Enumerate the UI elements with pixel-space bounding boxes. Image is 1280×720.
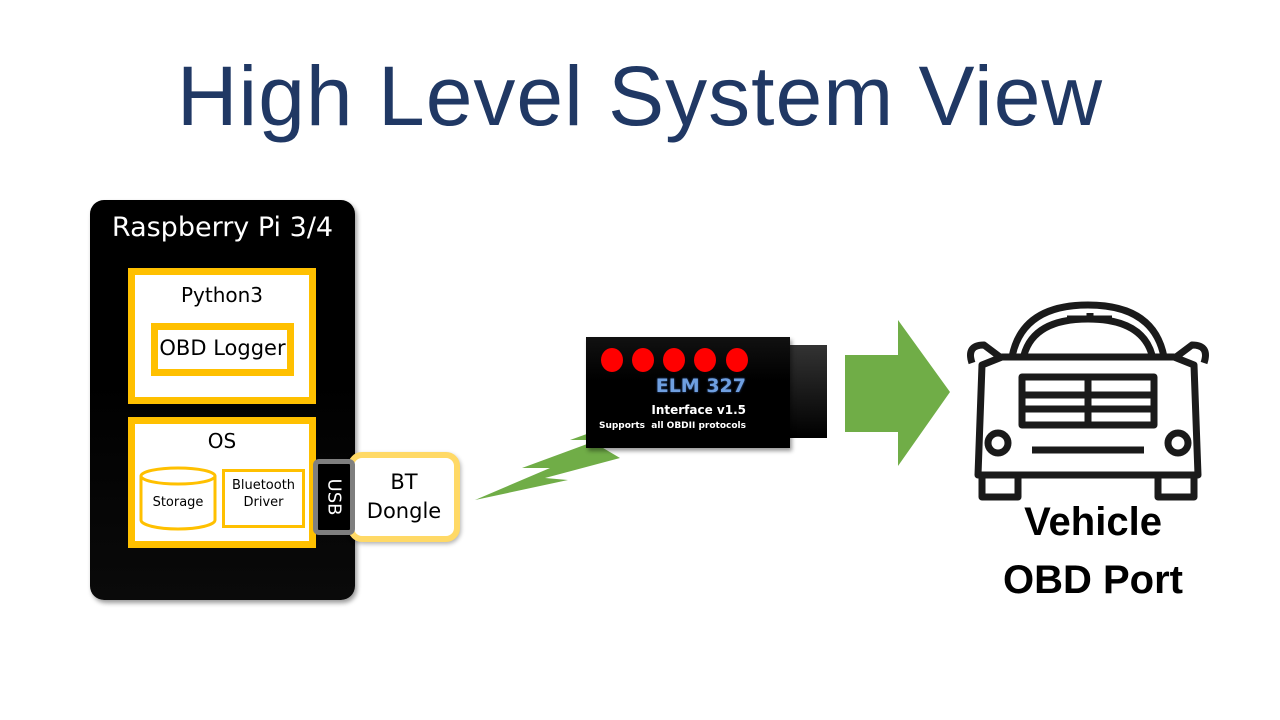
python3-label: Python3: [180, 283, 264, 307]
usb-port: USB: [313, 459, 355, 535]
storage-cylinder-icon: [139, 466, 217, 531]
storage-label: Storage: [152, 495, 204, 510]
page-title: High Level System View: [176, 49, 1104, 143]
os-label: OS: [207, 429, 237, 453]
elm-connector: [790, 345, 827, 438]
led-icon: [694, 348, 716, 372]
bluetooth-driver-label-1: Bluetooth: [231, 478, 296, 493]
led-icon: [632, 348, 654, 372]
bt-dongle-label-1: BT: [390, 470, 418, 494]
vehicle-obd-port-label: Vehicle OBD Port: [960, 493, 1226, 609]
elm327-device: ELM 327 Interface v1.5 Supports all OBDI…: [586, 337, 790, 448]
raspberry-pi-label: Raspberry Pi 3/4: [111, 212, 334, 243]
led-icon: [726, 348, 748, 372]
protocols-label: Supports all OBDII protocols: [598, 421, 746, 431]
arrow-right-icon: [845, 320, 950, 466]
bt-dongle-label-2: Dongle: [366, 499, 442, 523]
bt-dongle-box: BT Dongle: [348, 452, 460, 542]
elm327-label: ELM 327: [655, 375, 746, 397]
obd-logger-box: OBD Logger: [151, 323, 294, 376]
usb-label: USB: [323, 478, 345, 516]
obd-port-label: OBD Port: [1003, 558, 1183, 602]
bluetooth-driver-label-2: Driver: [243, 495, 284, 510]
interface-label: Interface v1.5: [651, 403, 746, 417]
obd-logger-label: OBD Logger: [159, 336, 286, 360]
car-icon: [967, 301, 1209, 501]
vehicle-label: Vehicle: [1024, 500, 1162, 544]
bluetooth-driver-box: Bluetooth Driver: [222, 469, 305, 528]
led-icon: [663, 348, 685, 372]
led-icon: [601, 348, 623, 372]
